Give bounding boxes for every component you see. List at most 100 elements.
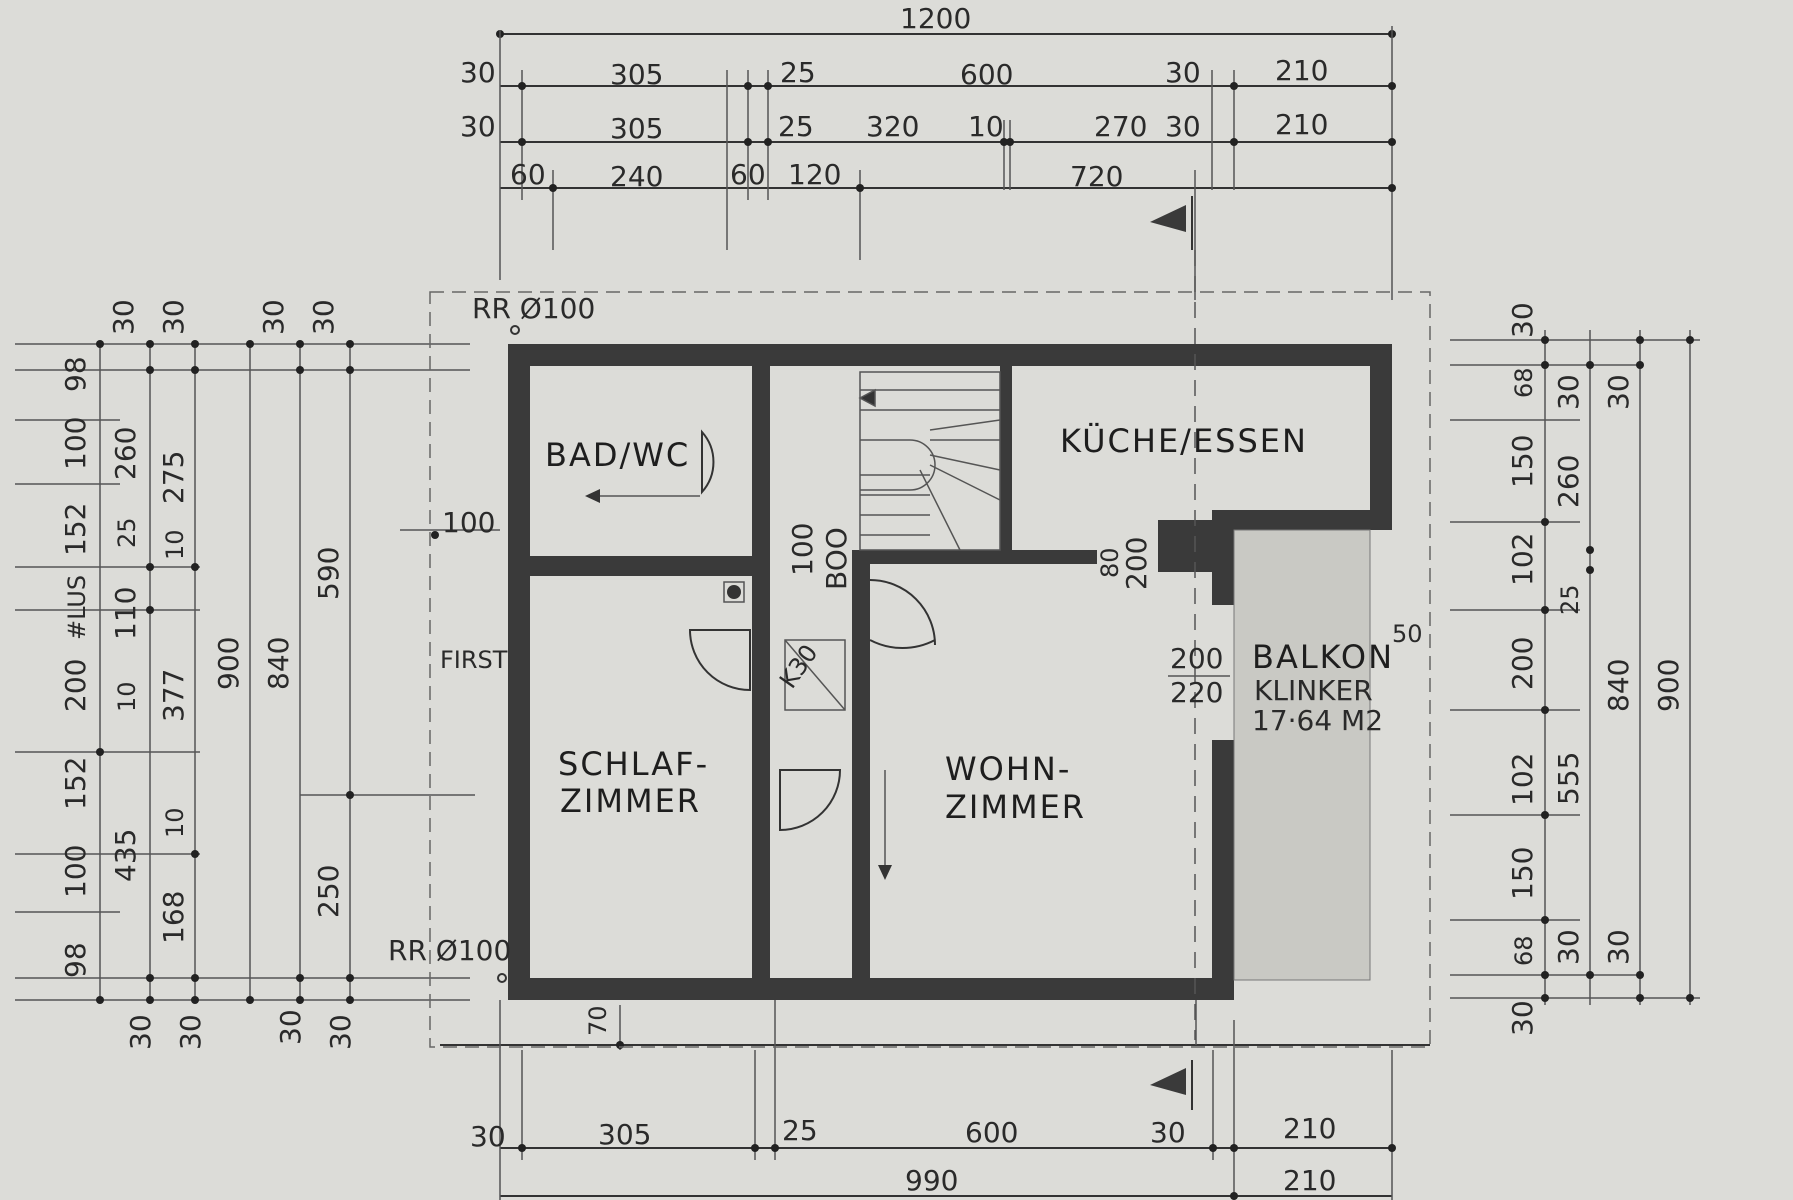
dim-right-c2-2: 25: [1556, 584, 1584, 615]
room-wohn-label-2: ZIMMER: [945, 788, 1086, 826]
room-balkon-label-1: BALKON: [1252, 638, 1394, 676]
dim-left-c2-4: 435: [109, 829, 142, 882]
dim-right-c2-1: 260: [1552, 455, 1585, 508]
rr-top-label: RR Ø100: [472, 292, 595, 325]
balkon-200-label: 200: [1170, 642, 1223, 675]
top-dimensions: 1200 30 305 25 600 30: [460, 2, 1396, 300]
dim-left-c2-0: 260: [109, 427, 142, 480]
room-schlaf-label-2: ZIMMER: [560, 782, 701, 820]
dim-top-r2-4: 10: [968, 110, 1004, 143]
dim-top-r2-7: 210: [1275, 108, 1328, 141]
bottom-70-label: 70: [584, 1005, 612, 1036]
dim-right-c3-0: 30: [1602, 374, 1635, 410]
dim-left-c3-2: 377: [157, 669, 190, 722]
dim-top-r1-1: 305: [610, 58, 663, 91]
dim-left-top-1: 30: [157, 299, 190, 335]
dim-left-c6-1: 250: [312, 865, 345, 918]
dim-right-c1-7: 68: [1510, 935, 1538, 966]
bottom-dimensions: 30 305 25 600 30 210 990 210: [440, 990, 1430, 1200]
dim-right-c1-4: 200: [1506, 637, 1539, 690]
dim-left-c3-1: 10: [161, 529, 189, 560]
dim-left-c1-3: #LUS: [63, 575, 91, 640]
dim-left-top-0: 30: [107, 299, 140, 335]
room-schlaf-label-1: SCHLAF-: [558, 745, 709, 783]
dim-left-c1-5: 152: [59, 757, 92, 810]
dim-left-c5-0: 840: [262, 637, 295, 690]
right-dimensions: 30 68 150 102 200 102 150 68 30 30 260 2…: [1450, 302, 1700, 1036]
dim-top-r1-0: 30: [460, 56, 496, 89]
dim-left-bottom-2: 30: [274, 1009, 307, 1045]
rr-bottom-label: RR Ø100: [388, 934, 511, 967]
dim-bottom-r1-5: 210: [1283, 1112, 1336, 1145]
dim-top-r2-5: 270: [1094, 110, 1147, 143]
chimney-200-label: 200: [1120, 537, 1153, 590]
staircase: [858, 371, 1001, 551]
dim-left-c2-2: 110: [109, 587, 142, 640]
dim-right-c1-5: 102: [1506, 753, 1539, 806]
dim-right-c3-2: 30: [1602, 929, 1635, 965]
dim-bottom-r2-0: 990: [905, 1164, 958, 1197]
dim-top-r2-6: 30: [1165, 110, 1201, 143]
dim-top-r2-2: 25: [778, 110, 814, 143]
dim-top-r3-2: 60: [730, 158, 766, 191]
room-labels: BAD/WC KÜCHE/ESSEN SCHLAF- ZIMMER WOHN- …: [545, 422, 1394, 826]
room-bad-label: BAD/WC: [545, 436, 690, 474]
dim-left-bottom-3: 30: [324, 1014, 357, 1050]
balkon-50-label: 50: [1392, 620, 1423, 648]
dim-bottom-r1-3: 600: [965, 1116, 1018, 1149]
stair-100-label: 100: [786, 523, 819, 576]
dim-left-c1-2: 152: [59, 503, 92, 556]
dim-left-c3-0: 275: [157, 451, 190, 504]
dim-left-c2-3: 10: [113, 681, 141, 712]
dim-left-c2-1: 25: [113, 517, 141, 548]
dim-right-c1-3: 102: [1506, 533, 1539, 586]
dim-right-c1-2: 150: [1506, 435, 1539, 488]
dim-left-c1-7: 98: [59, 942, 92, 978]
dim-bottom-r2-1: 210: [1283, 1164, 1336, 1197]
dim-left-c6-0: 590: [312, 547, 345, 600]
annotations: RR Ø100 RR Ø100 FIRST 100 100 BOO 80 200…: [388, 292, 1423, 1036]
room-balkon-label-3: 17·64 M2: [1252, 704, 1383, 737]
dim-left-c1-1: 100: [59, 417, 92, 470]
dim-bottom-r1-4: 30: [1150, 1116, 1186, 1149]
dim-right-c1-8: 30: [1506, 1000, 1539, 1036]
dim-right-c2-4: 30: [1552, 929, 1585, 965]
room-wohn-label-1: WOHN-: [945, 750, 1071, 788]
dim-left-top-2: 30: [257, 299, 290, 335]
dim-left-c1-0: 98: [59, 356, 92, 392]
dim-overall-top: 1200: [900, 2, 971, 35]
dim-left-bottom-0: 30: [124, 1014, 157, 1050]
building-outline: [429, 250, 1431, 1048]
dim-right-c2-3: 555: [1552, 752, 1585, 805]
stair-boo-label: BOO: [820, 527, 853, 590]
dim-top-r2-0: 30: [460, 110, 496, 143]
dim-top-r3-4: 720: [1070, 160, 1123, 193]
chimney-80-label: 80: [1096, 547, 1124, 578]
dim-left-c1-4: 200: [59, 659, 92, 712]
dim-left-top-3: 30: [307, 299, 340, 335]
dim-bottom-r1-1: 305: [598, 1118, 651, 1151]
dim-top-r1-5: 210: [1275, 54, 1328, 87]
dim-top-r1-3: 600: [960, 58, 1013, 91]
washbasin: [701, 429, 715, 495]
dim-top-r2-1: 305: [610, 112, 663, 145]
first-label: FIRST: [440, 646, 508, 674]
balkon-220-label: 220: [1170, 676, 1223, 709]
dim-left-bottom-1: 30: [174, 1014, 207, 1050]
dim-top-r2-3: 320: [866, 110, 919, 143]
dim-100-left: 100: [442, 506, 495, 539]
dim-left-c3-3: 10: [161, 807, 189, 838]
dim-right-c3-1: 840: [1602, 659, 1635, 712]
dim-right-c1-0: 30: [1506, 302, 1539, 338]
dim-top-r1-2: 25: [780, 56, 816, 89]
dim-top-r3-1: 240: [610, 160, 663, 193]
left-dimensions: 30 30 30 30 98 100 152 #LUS 200 152 100 …: [15, 299, 500, 1050]
dim-left-c4-0: 900: [212, 637, 245, 690]
dim-right-c1-1: 68: [1510, 367, 1538, 398]
dim-right-c2-0: 30: [1552, 374, 1585, 410]
dim-right-c1-6: 150: [1506, 847, 1539, 900]
door-30-label: K30: [774, 639, 823, 693]
room-kueche-label: KÜCHE/ESSEN: [1060, 422, 1308, 460]
dim-bottom-r1-2: 25: [782, 1114, 818, 1147]
